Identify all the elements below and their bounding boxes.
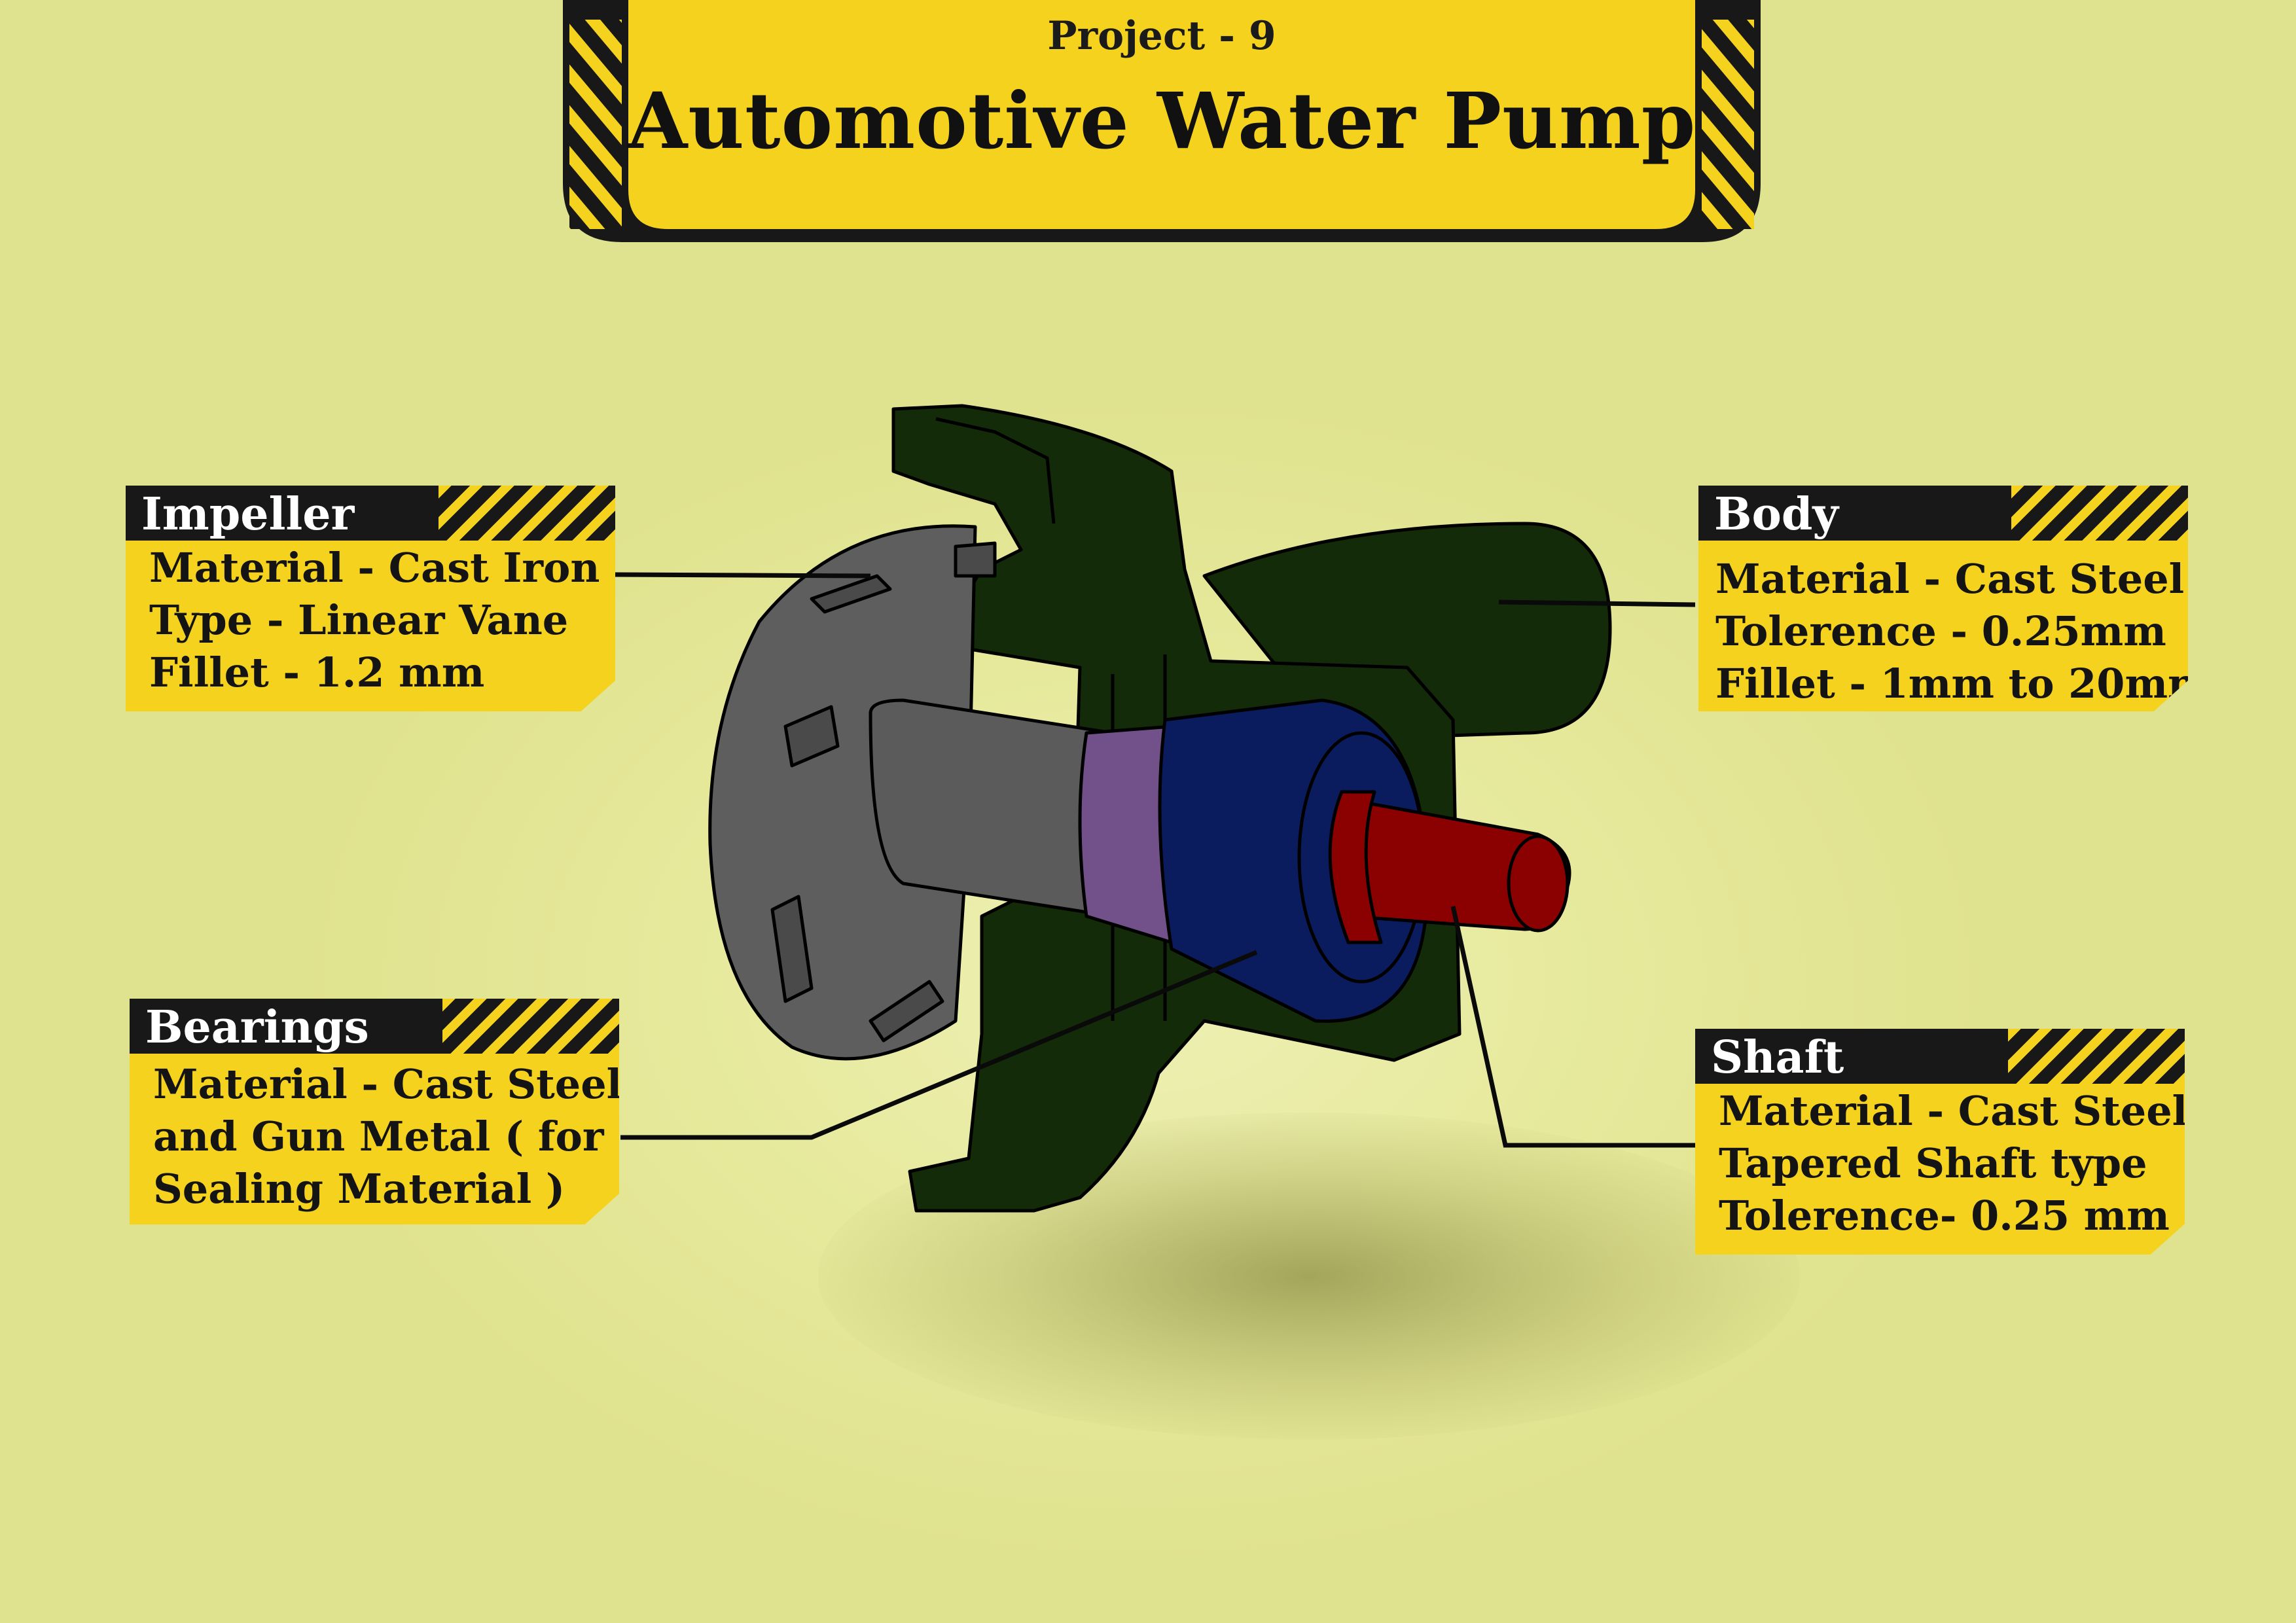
shaft-callout-header: Shaft xyxy=(1695,1029,2185,1084)
title-banner: Project - 9 Automotive Water Pump xyxy=(563,0,1761,242)
impeller-callout: Impeller Material - Cast Iron Type - Lin… xyxy=(126,486,615,711)
body-tolerance: Tolerence - 0.25mm xyxy=(1715,607,2166,655)
shaft-callout-body: Material - Cast Steel Tapered Shaft type… xyxy=(1695,1084,2185,1255)
impeller-vanes xyxy=(770,541,997,1043)
body-fillet: Fillet - 1mm to 20mm xyxy=(1715,660,2211,707)
impeller-callout-header: Impeller xyxy=(126,486,615,541)
title-banner-frame xyxy=(563,0,1761,242)
body-leader-line xyxy=(1498,599,1696,607)
bearings-material: Material - Cast Steel xyxy=(153,1060,622,1108)
shaft-tolerance: Tolerence- 0.25 mm xyxy=(1719,1192,2170,1240)
impeller-leader-line xyxy=(615,572,871,579)
shaft-type: Tapered Shaft type xyxy=(1719,1139,2147,1187)
page-title: Automotive Water Pump xyxy=(627,75,1696,166)
hazard-stripes xyxy=(2011,486,2188,541)
bearings-callout-body: Material - Cast Steel and Gun Metal ( fo… xyxy=(130,1054,619,1224)
shaft-callout-title: Shaft xyxy=(1711,1031,1844,1084)
body-callout-body: Material - Cast Steel Tolerence - 0.25mm… xyxy=(1698,541,2188,711)
body-callout: Body Material - Cast Steel Tolerence - 0… xyxy=(1698,486,2188,711)
bearings-sealing: Sealing Material ) xyxy=(153,1165,565,1213)
bearings-material-cont: and Gun Metal ( for xyxy=(153,1113,604,1160)
hazard-stripes xyxy=(2008,1029,2185,1084)
impeller-type: Type - Linear Vane xyxy=(149,596,569,644)
hazard-stripes xyxy=(439,486,615,541)
impeller-material: Material - Cast Iron xyxy=(149,544,600,592)
project-label: Project - 9 xyxy=(1047,13,1276,59)
impeller-fillet: Fillet - 1.2 mm xyxy=(149,649,485,696)
shaft-collar xyxy=(1328,790,1383,944)
shaft-leader-line xyxy=(1450,906,1695,1148)
shaft-callout: Shaft Material - Cast Steel Tapered Shaf… xyxy=(1695,1029,2185,1255)
body-edge-line xyxy=(935,417,1056,524)
hazard-stripes xyxy=(442,999,619,1054)
impeller-hub xyxy=(869,698,1115,918)
bearings-leader-line xyxy=(620,950,1258,1140)
body-material: Material - Cast Steel xyxy=(1715,555,2185,603)
body-callout-header: Body xyxy=(1698,486,2188,541)
bearings-callout-title: Bearings xyxy=(145,1001,369,1054)
shaft-end xyxy=(1507,834,1570,933)
impeller-callout-body: Material - Cast Iron Type - Linear Vane … xyxy=(126,541,615,711)
seal-ring xyxy=(1078,724,1174,944)
bearings-callout-header: Bearings xyxy=(130,999,619,1054)
impeller-callout-title: Impeller xyxy=(141,488,355,541)
body-callout-title: Body xyxy=(1714,488,1839,541)
bearings-callout: Bearings Material - Cast Steel and Gun M… xyxy=(130,999,619,1224)
shaft-material: Material - Cast Steel xyxy=(1719,1087,2188,1135)
